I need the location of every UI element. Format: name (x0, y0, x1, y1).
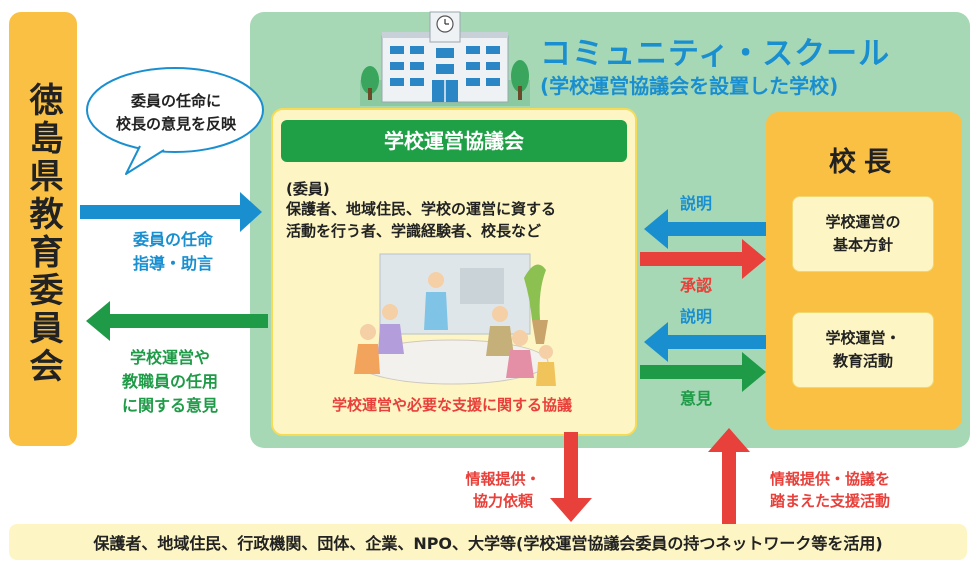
appointment-line: 委員の任命 (132, 230, 213, 249)
speech-bubble-line: 校長の意見を反映 (115, 115, 236, 133)
appointment-arrow (80, 192, 262, 232)
opinion-line: に関する意見 (121, 396, 218, 415)
members-line: 保護者、地域住民、学校の運営に資する (286, 200, 557, 218)
members-label: (委員) (286, 180, 330, 198)
deliberation-text: 学校運営や必要な支援に関する協議 (331, 396, 572, 414)
speech-bubble-text: 委員の任命に 校長の意見を反映 (92, 90, 260, 136)
board-of-education-label: 徳島県教育委員会 (23, 82, 63, 386)
explain-label-1: 説明 (680, 194, 713, 213)
appointment-guidance-label: 委員の任命 指導・助言 (118, 228, 228, 276)
info-request-line: 情報提供・ (465, 470, 541, 488)
school-building-icon (360, 11, 530, 106)
opinion-line: 教職員の任用 (121, 372, 218, 391)
basic-policy-box: 学校運営の 基本方針 (792, 196, 934, 272)
opinion-line: 学校運営や (129, 348, 210, 367)
community-school-title: コミュニティ・スクール (540, 36, 891, 72)
support-activity-line: 情報提供・協議を (769, 470, 890, 488)
opinion-to-board-label: 学校運営や 教職員の任用 に関する意見 (100, 346, 240, 418)
community-label: 保護者、地域住民、行政機関、団体、企業、NPO、大学等(学校運営協議会委員の持つ… (93, 534, 883, 553)
approve-label: 承認 (680, 276, 713, 295)
support-activity-line: 踏まえた支援活動 (769, 492, 890, 510)
speech-bubble-line: 委員の任命に (130, 92, 221, 110)
members-description: 保護者、地域住民、学校の運営に資する 活動を行う者、学識経験者、校長など (286, 198, 616, 242)
education-activity-line: 学校運営・ (825, 329, 901, 347)
opinion-label: 意見 (680, 389, 713, 408)
info-request-label: 情報提供・ 協力依頼 (438, 468, 568, 512)
community-school-subtitle: (学校運営協議会を設置した学校) (540, 74, 839, 98)
school-council-header: 学校運営協議会 (281, 120, 627, 162)
basic-policy-line: 学校運営の (825, 213, 901, 231)
education-activity-box: 学校運営・ 教育活動 (792, 312, 934, 388)
principal-title: 校長 (829, 147, 899, 178)
members-line: 活動を行う者、学識経験者、校長など (286, 222, 542, 240)
basic-policy-line: 基本方針 (832, 236, 893, 254)
opinion-to-board-arrow (86, 301, 268, 341)
community-bar (9, 524, 967, 560)
support-activity-label: 情報提供・協議を 踏まえた支援活動 (740, 468, 920, 512)
speech-bubble (86, 67, 264, 175)
guidance-line: 指導・助言 (132, 254, 213, 273)
explain-label-2: 説明 (680, 307, 713, 326)
info-request-line: 協力依頼 (472, 492, 533, 510)
education-activity-line: 教育活動 (832, 352, 893, 370)
board-of-education-panel (9, 12, 77, 446)
meeting-illustration (354, 253, 556, 386)
